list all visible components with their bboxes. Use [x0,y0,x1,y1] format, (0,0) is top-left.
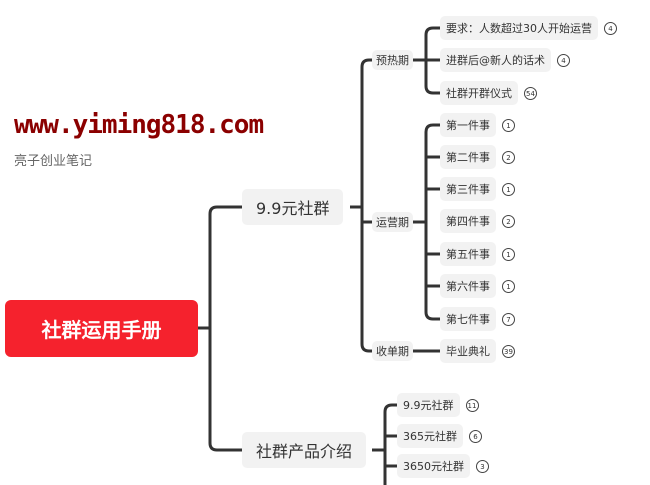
branch-product-intro[interactable]: 社群产品介绍 [242,432,367,468]
count-badge[interactable]: 1 [502,119,515,132]
branch-9.9-community[interactable]: 9.9元社群 [242,189,344,225]
count-badge[interactable]: 1 [502,183,515,196]
leaf-node[interactable]: 进群后@新人的话术 [440,48,551,72]
leaf-node[interactable]: 第四件事 [440,209,496,233]
leaf-node[interactable]: 第五件事 [440,242,496,266]
leaf-node[interactable]: 第七件事 [440,307,496,331]
leaf-node[interactable]: 第六件事 [440,274,496,298]
phase-closing[interactable]: 收单期 [372,341,413,361]
count-badge[interactable]: 39 [502,345,515,358]
count-badge[interactable]: 54 [524,87,537,100]
leaf-node[interactable]: 第一件事 [440,113,496,137]
count-badge[interactable]: 6 [469,430,482,443]
leaf-node[interactable]: 毕业典礼 [440,339,496,363]
count-badge[interactable]: 2 [502,215,515,228]
leaf-node[interactable]: 365元社群 [397,424,463,448]
leaf-node[interactable]: 第二件事 [440,145,496,169]
phase-operation[interactable]: 运营期 [372,212,413,232]
watermark-url: www.yiming818.com [14,110,264,140]
count-badge[interactable]: 4 [604,22,617,35]
count-badge[interactable]: 1 [502,248,515,261]
leaf-node[interactable]: 第三件事 [440,177,496,201]
leaf-node[interactable]: 要求：人数超过30人开始运营 [440,16,598,40]
count-badge[interactable]: 7 [502,313,515,326]
count-badge[interactable]: 4 [557,54,570,67]
root-node[interactable]: 社群运用手册 [5,300,198,357]
count-badge[interactable]: 3 [476,460,489,473]
count-badge[interactable]: 11 [465,399,479,412]
leaf-node[interactable]: 3650元社群 [397,454,470,478]
leaf-node[interactable]: 社群开群仪式 [440,81,518,105]
count-badge[interactable]: 1 [502,280,515,293]
count-badge[interactable]: 2 [502,151,515,164]
leaf-node[interactable]: 9.9元社群 [397,393,460,417]
watermark-account: 亮子创业笔记 [14,154,93,169]
phase-warmup[interactable]: 预热期 [372,50,413,70]
